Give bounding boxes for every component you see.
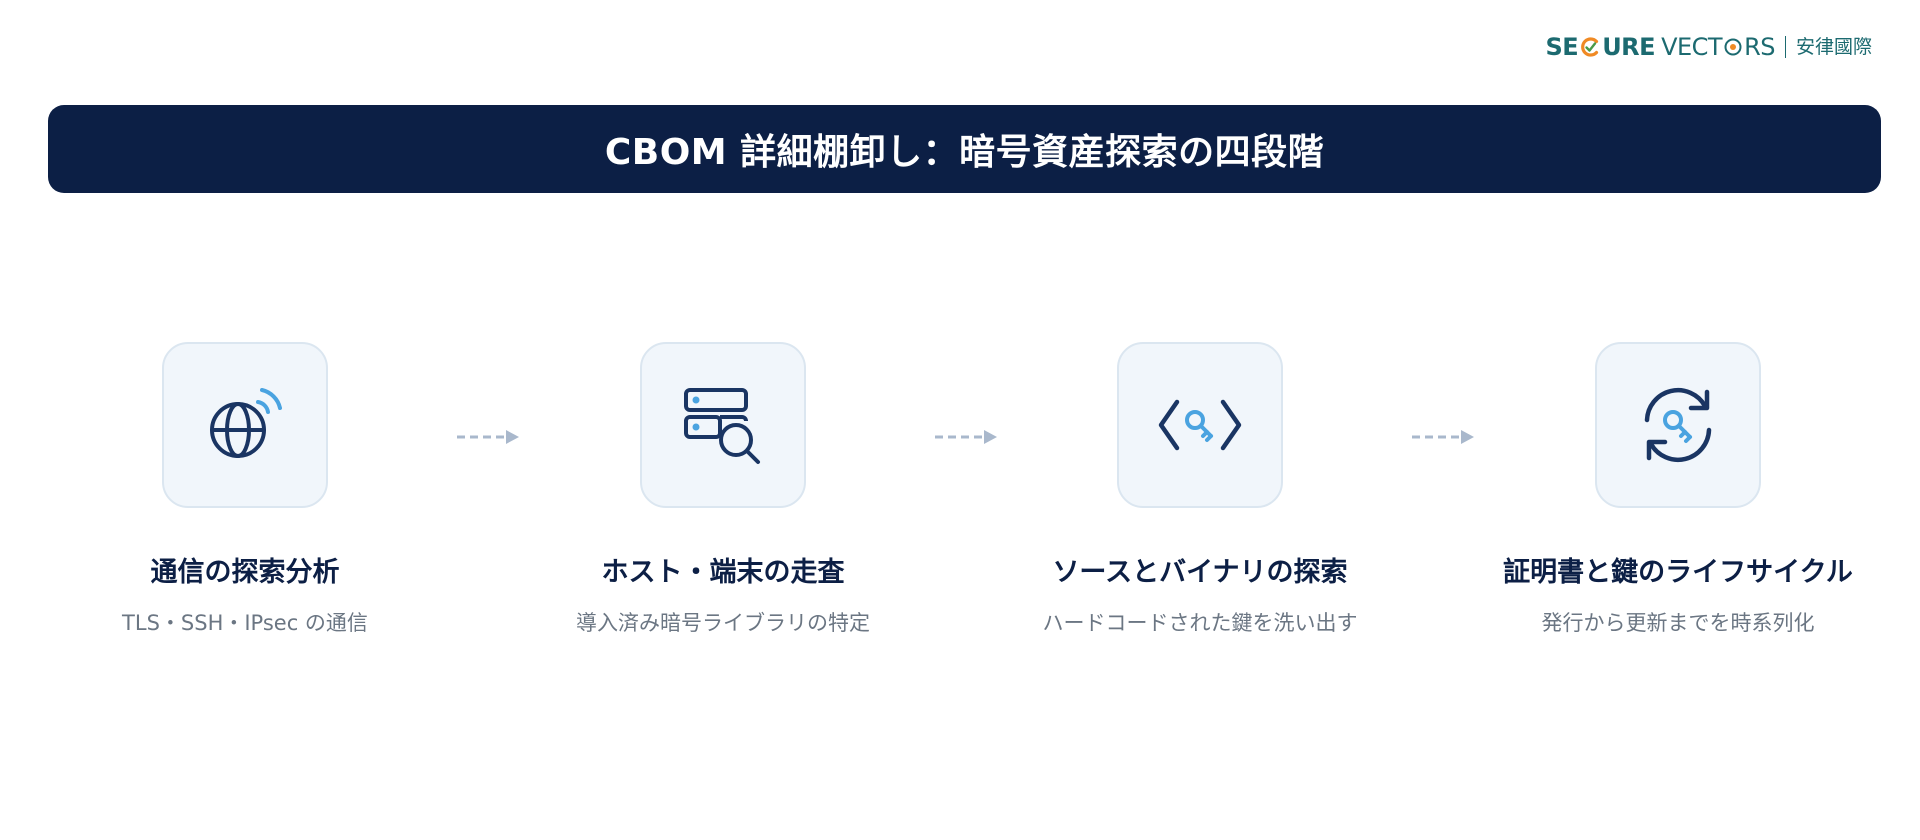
flow-arrow-2 — [935, 430, 997, 444]
step-2: ホスト・端末の走査 導入済み暗号ライブラリの特定 — [503, 342, 943, 637]
step-4-icon-box — [1595, 342, 1761, 508]
logo-wordmark: SE URE VECT RS — [1545, 32, 1776, 62]
step-3: ソースとバイナリの探索 ハードコードされた鍵を洗い出す — [980, 342, 1420, 637]
step-3-icon-box — [1117, 342, 1283, 508]
step-3-title: ソースとバイナリの探索 — [1052, 557, 1348, 588]
logo-text-rs: RS — [1744, 33, 1775, 61]
logo-text-vect: VECT — [1661, 33, 1723, 61]
page-title: CBOM 詳細棚卸し：暗号資産探索の四段階 — [604, 132, 1325, 173]
step-2-icon-box — [640, 342, 806, 508]
logo-c-icon — [1581, 37, 1599, 57]
step-1: 通信の探索分析 TLS・SSH・IPsec の通信 — [25, 342, 465, 637]
step-4-title: 証明書と鍵のライフサイクル — [1503, 557, 1853, 588]
step-1-description: TLS・SSH・IPsec の通信 — [122, 611, 368, 635]
code-key-icon — [1158, 399, 1242, 451]
step-2-description: 導入済み暗号ライブラリの特定 — [576, 611, 870, 635]
step-1-icon-box — [162, 342, 328, 508]
logo-divider — [1784, 36, 1786, 58]
company-logo: SE URE VECT RS 安律國際 — [1546, 32, 1873, 62]
flow-arrow-1 — [457, 430, 519, 444]
title-banner: CBOM 詳細棚卸し：暗号資産探索の四段階 — [48, 105, 1881, 193]
step-1-title: 通信の探索分析 — [150, 557, 340, 588]
globe-signal-icon — [210, 388, 282, 458]
logo-target-icon — [1724, 38, 1742, 56]
step-2-title: ホスト・端末の走査 — [601, 557, 845, 588]
step-4-description: 発行から更新までを時系列化 — [1541, 611, 1815, 635]
step-4: 証明書と鍵のライフサイクル 発行から更新までを時系列化 — [1458, 342, 1898, 637]
server-search-icon — [684, 388, 760, 464]
flow-arrow-3 — [1412, 430, 1474, 444]
logo-text-ure: URE — [1602, 33, 1656, 61]
step-3-description: ハードコードされた鍵を洗い出す — [1042, 611, 1358, 635]
logo-company-chinese: 安律國際 — [1795, 36, 1872, 58]
logo-text-se: SE — [1545, 33, 1579, 61]
refresh-key-icon — [1644, 387, 1712, 463]
